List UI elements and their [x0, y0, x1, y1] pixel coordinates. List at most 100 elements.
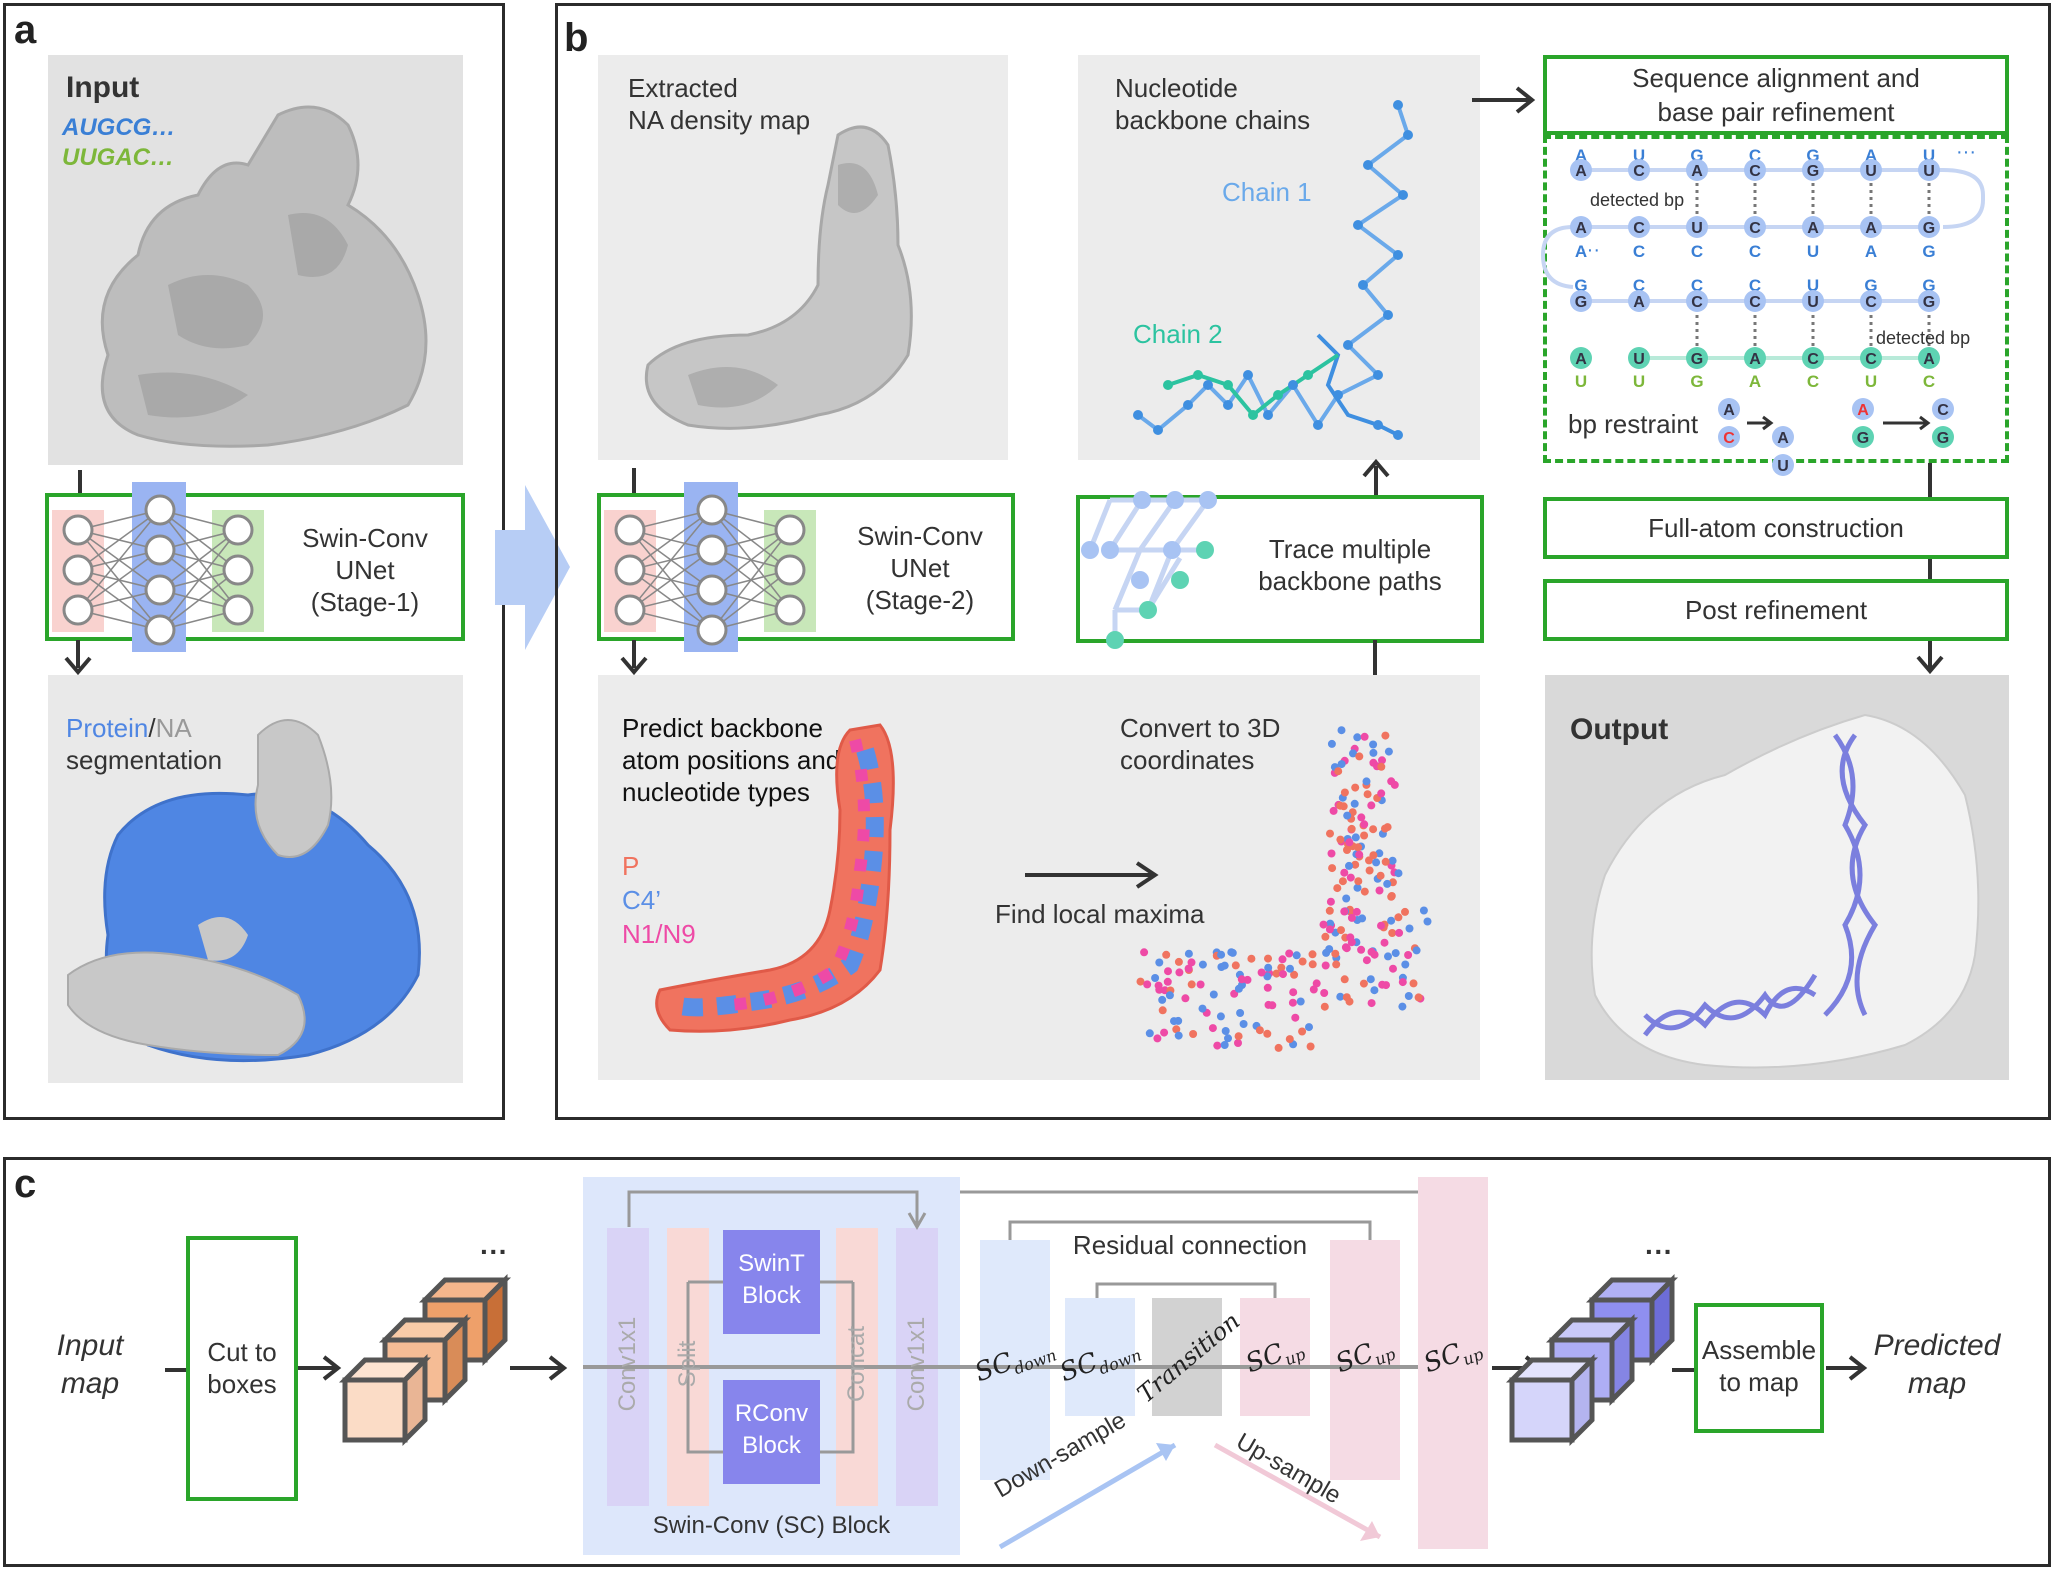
restraint-node [1772, 454, 1794, 476]
row3-top-letter: U [1807, 276, 1819, 295]
restraint-node-label: G [1937, 430, 1949, 447]
row2-node [1686, 216, 1708, 238]
chain1-label: Chain 1 [1222, 177, 1312, 207]
atom-point [1389, 964, 1397, 973]
atom-point [1343, 811, 1352, 820]
atom-point [1296, 997, 1305, 1006]
atom-point [1285, 1035, 1294, 1044]
row4-node-label: G [1691, 351, 1703, 368]
sc-block-connections [583, 1190, 960, 1454]
atom-point [1353, 733, 1362, 742]
atom-point [1298, 1027, 1307, 1036]
row3-top-letter: C [1633, 276, 1645, 295]
nucleotide-label-1: Nucleotide [1115, 73, 1238, 103]
atom-point [1375, 886, 1384, 895]
atom-point [1346, 873, 1355, 882]
row4-node-label: C [1807, 351, 1819, 368]
seg-slash-text: / [148, 713, 156, 743]
atom-point [1384, 747, 1393, 756]
atom-point [1305, 1023, 1313, 1032]
atom-point [1332, 960, 1341, 969]
atom-point [1224, 1034, 1232, 1043]
atom-point [1274, 1043, 1283, 1052]
find-maxima-arrow [1025, 861, 1159, 889]
atom-point [1327, 849, 1336, 858]
restraint-node [1932, 398, 1954, 420]
atom-point [1145, 1029, 1154, 1038]
atom-point [1337, 926, 1345, 935]
atom-point [1357, 945, 1366, 954]
row4-node [1570, 347, 1592, 369]
atom-point [1247, 954, 1256, 963]
atom-point [1394, 869, 1403, 878]
legend-n: N1/N9 [622, 919, 696, 949]
atom-point [1208, 1024, 1217, 1033]
atom-point-cloud[interactable] [1120, 720, 1460, 1070]
atom-point [1289, 988, 1298, 997]
atom-point [1367, 801, 1376, 810]
atom-point [1341, 943, 1350, 952]
row4-node-label: A [1749, 351, 1761, 368]
row1-node [1744, 159, 1766, 181]
trace-label-2: backbone paths [1258, 566, 1442, 596]
atom-point [1369, 740, 1378, 749]
atom-point [1234, 984, 1243, 993]
row1-node-label: A [1575, 163, 1587, 180]
row2-bottom-letter: A [1865, 242, 1877, 261]
sc-swint-label-2: Block [742, 1282, 801, 1309]
restraint-node [1718, 398, 1740, 420]
atom-point [1234, 1039, 1242, 1047]
trace-label-1: Trace multiple [1268, 534, 1432, 564]
sc-conv2-label: Conv1x1 [903, 1316, 930, 1412]
atom-point [1340, 788, 1349, 797]
atom-point [1345, 861, 1353, 870]
atom-point [1285, 949, 1294, 958]
predict-label-2: atom positions and [622, 745, 841, 775]
convert-label-1: Convert to 3D [1120, 713, 1281, 743]
atom-point [1387, 892, 1396, 901]
atom-point [1326, 829, 1334, 838]
arrow-fullatom-to-post [1928, 559, 1932, 581]
atom-point [1288, 998, 1297, 1007]
atom-point [1184, 964, 1193, 973]
atom-point [1336, 992, 1345, 1001]
ellipsis-left: ··· [1580, 239, 1600, 261]
find-maxima-label: Find local maxima [995, 899, 1205, 929]
strand-loop [1540, 168, 1985, 289]
sc-conv1-label: Conv1x1 [614, 1316, 641, 1412]
output-cubes-ellipsis: ··· [1645, 1236, 1673, 1267]
atom-point [1263, 1029, 1272, 1038]
atom-point [1290, 970, 1299, 979]
atom-point [1160, 1028, 1169, 1037]
sc-down-bar-1 [980, 1240, 1050, 1480]
atom-point [1354, 877, 1363, 886]
atom-point [1220, 1041, 1229, 1049]
row1-node-label: U [1865, 163, 1877, 180]
atom-point [1174, 957, 1183, 966]
atom-point [1257, 968, 1266, 977]
atom-point [1278, 955, 1287, 964]
atom-point [1394, 913, 1403, 922]
sc-concat-label: Concat [843, 1325, 870, 1403]
atom-point [1378, 980, 1387, 989]
atom-point [1345, 997, 1354, 1006]
atom-point [1175, 968, 1184, 977]
atom-point [1340, 975, 1349, 984]
atom-point [1401, 960, 1410, 969]
row3-node [1918, 290, 1940, 312]
segmentation-title: Protein/NA [66, 712, 192, 744]
atom-point [1363, 790, 1372, 799]
restraint-node [1852, 398, 1874, 420]
row2-node-label: C [1633, 220, 1645, 237]
atom-point [1340, 868, 1349, 877]
restraint-node-label: A [1777, 430, 1789, 447]
row3-node [1628, 290, 1650, 312]
post-refinement-label: Post refinement [1684, 595, 1868, 625]
atom-point [1387, 777, 1396, 786]
sc-rconv-label-2: Block [742, 1432, 801, 1459]
panel-a-to-b-arrow [495, 485, 570, 650]
atom-point [1383, 823, 1392, 832]
restraint-arrowhead [1919, 415, 1931, 431]
unet-stage1-label-2: UNet [335, 555, 395, 585]
sc-split-label: Split [674, 1340, 701, 1388]
